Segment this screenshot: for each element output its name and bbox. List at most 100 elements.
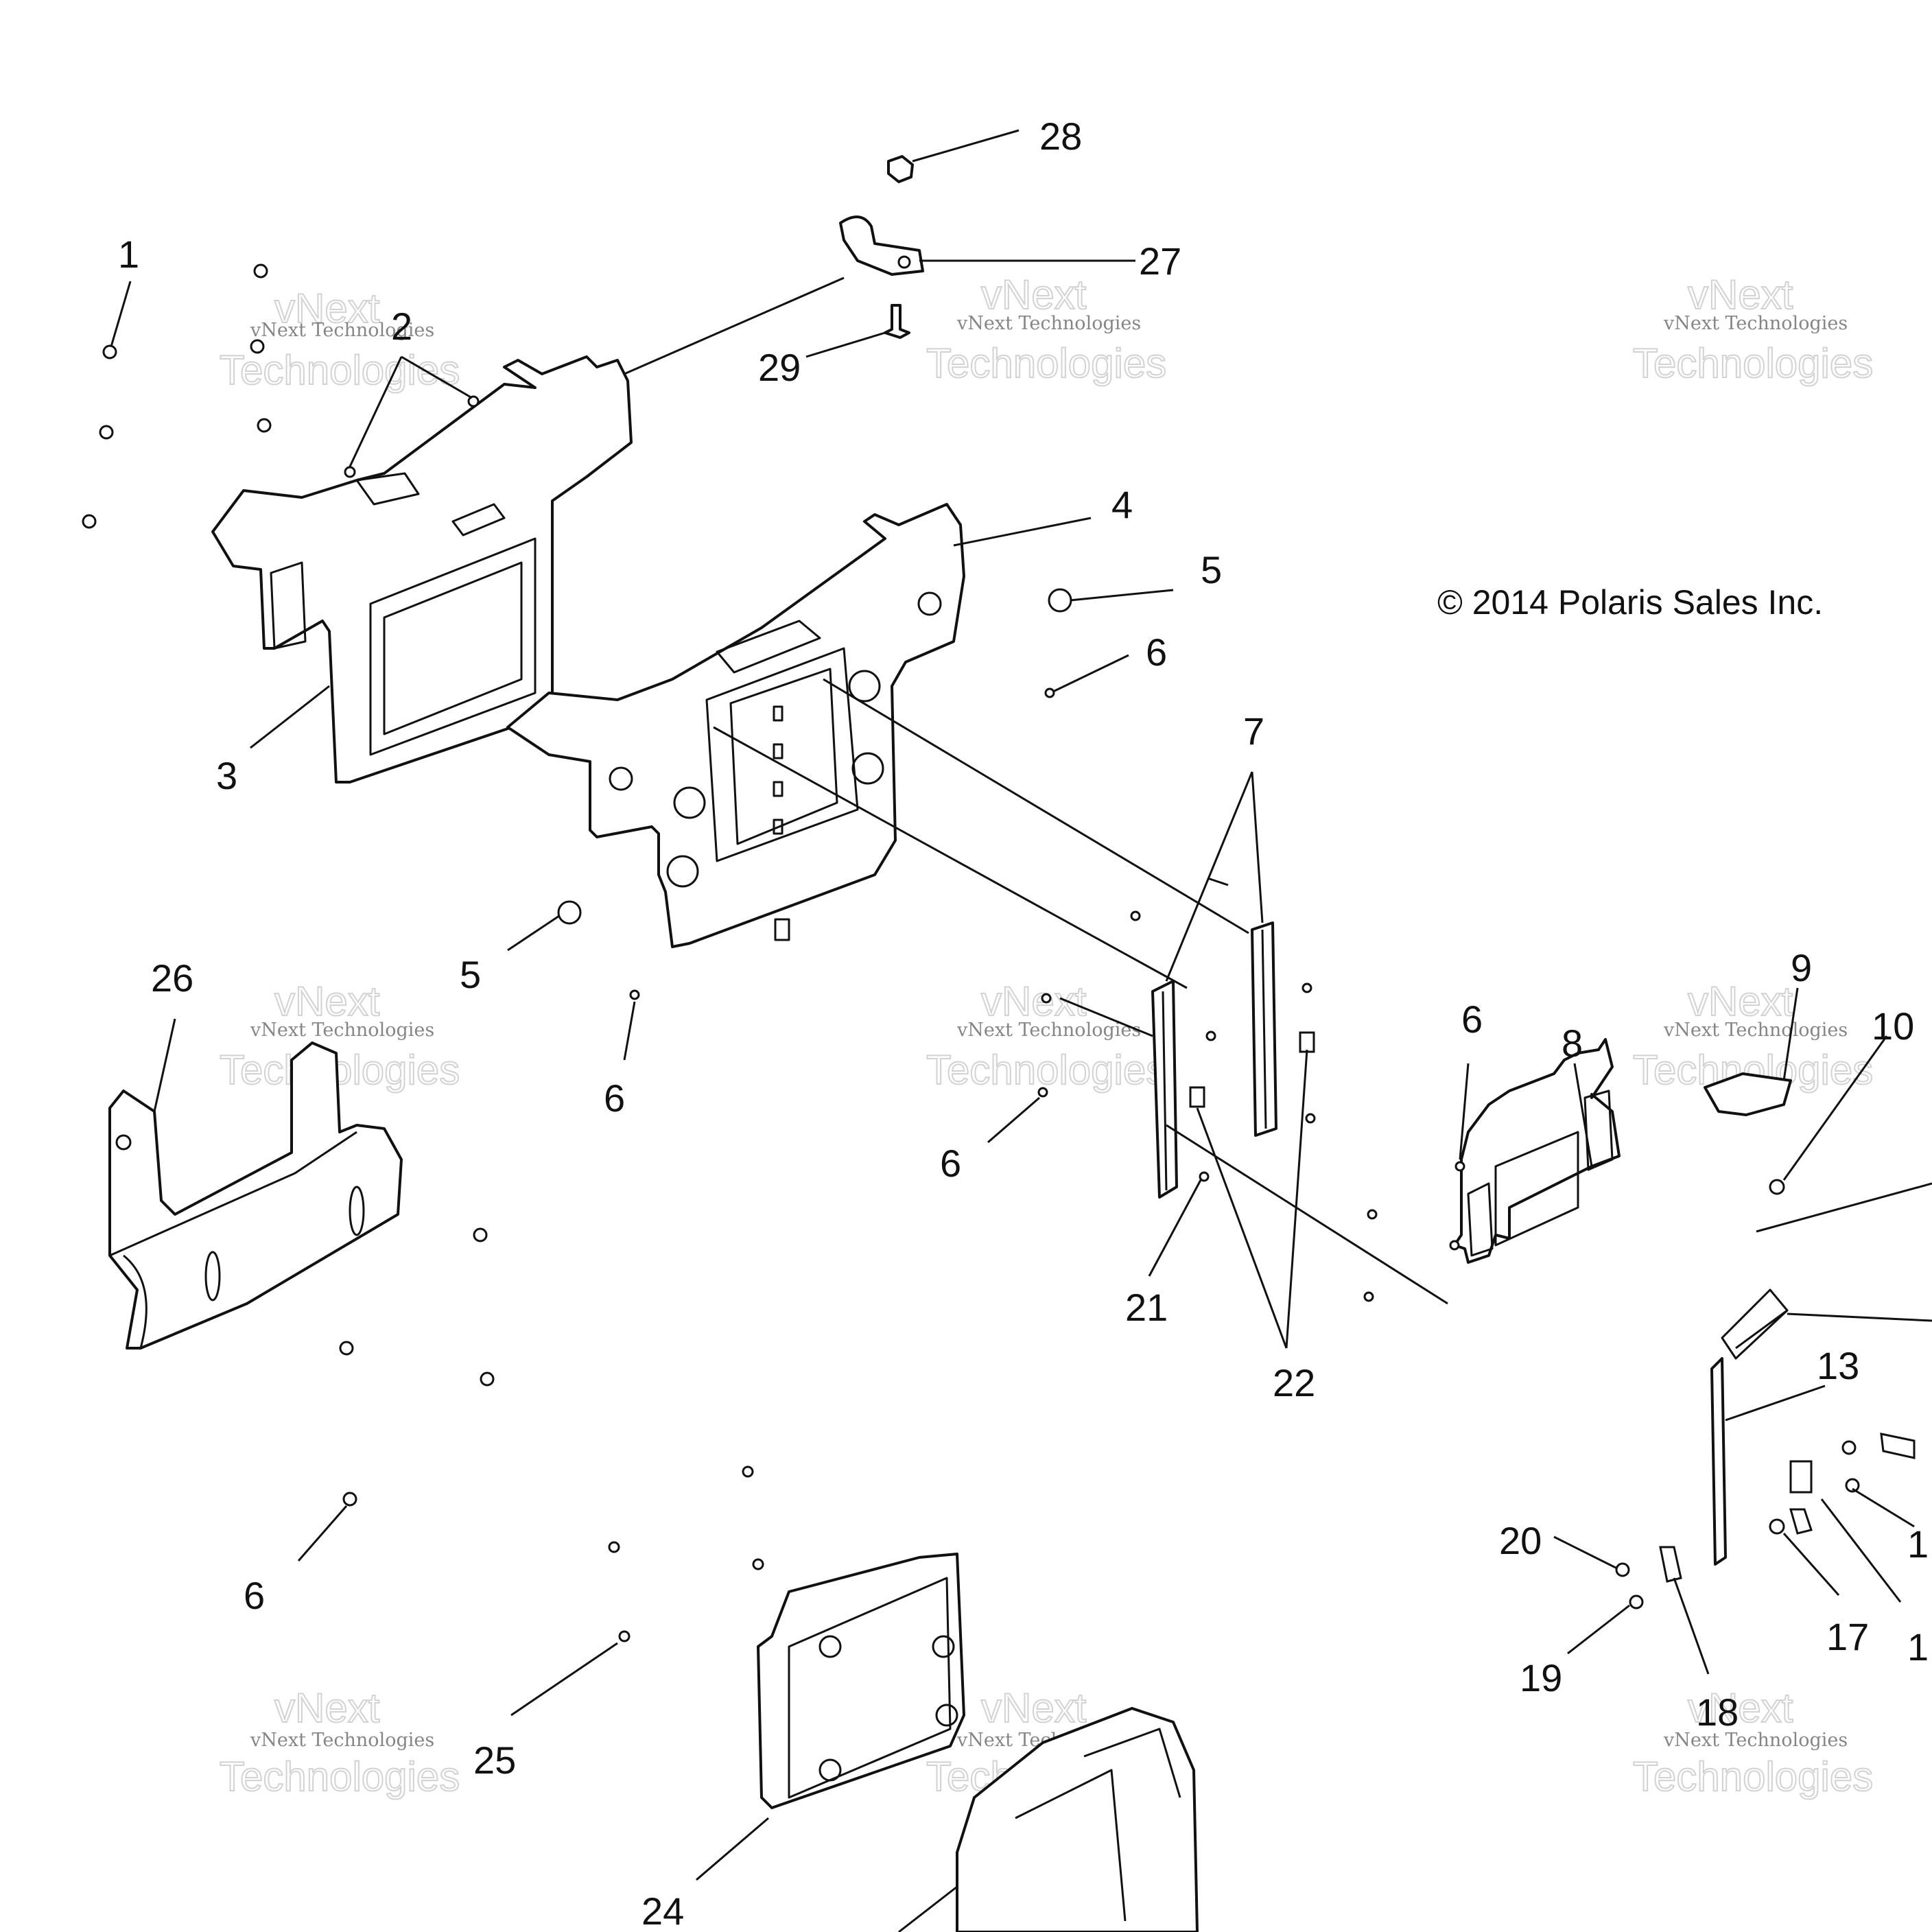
leader-6d: [1459, 1063, 1470, 1160]
screw-25c-icon[interactable]: [752, 1558, 764, 1570]
callout-labels: 1 2 3 4 5 5 6 6 6 6 6 7 8 9 10 13 17 18 …: [118, 115, 1929, 1932]
bracket-plate-icon[interactable]: [1789, 1460, 1813, 1494]
frame-slot-1: [773, 705, 784, 722]
callout-20: 20: [1499, 1519, 1542, 1562]
screw-rail-5-icon[interactable]: [1305, 1113, 1316, 1124]
watermark-big-10: Technologies: [926, 1047, 1166, 1093]
part-27-strap[interactable]: [839, 215, 924, 276]
watermark-big-14: Technologies: [220, 1754, 460, 1800]
screw-8a-icon[interactable]: [1367, 1209, 1378, 1220]
bolt-2-icon[interactable]: [99, 425, 114, 440]
screw-rail-2-icon[interactable]: [1041, 993, 1052, 1004]
cushion-hole-3: [818, 1758, 842, 1782]
bolt-1-icon[interactable]: [102, 344, 117, 360]
spring-10-icon[interactable]: [1769, 1179, 1785, 1195]
screw-25a-icon[interactable]: [742, 1465, 754, 1478]
watermark-big-4: Technologies: [926, 340, 1166, 386]
leader-13: [1725, 1385, 1826, 1422]
bolt-9-icon[interactable]: [480, 1371, 495, 1387]
screw-25b-icon[interactable]: [608, 1541, 620, 1553]
screw-rail-4-icon[interactable]: [1301, 982, 1312, 993]
bolt-20-icon[interactable]: [1615, 1562, 1630, 1577]
leader-6c: [987, 1096, 1040, 1144]
leader-19: [1567, 1604, 1630, 1655]
part-26-tube-bracket[interactable]: [108, 1041, 403, 1350]
clip-22b-icon[interactable]: [1299, 1031, 1315, 1053]
screw-6d-icon[interactable]: [1454, 1161, 1465, 1172]
screw-rail-1-icon[interactable]: [1130, 910, 1141, 921]
leader-rail-4: [1059, 997, 1153, 1037]
screw-2b-icon[interactable]: [467, 395, 480, 408]
part-13-bar[interactable]: [1710, 1357, 1727, 1566]
callout-6b: 6: [604, 1076, 625, 1120]
screw-6c-icon[interactable]: [1037, 1087, 1048, 1098]
watermark-big-7: vNext: [274, 978, 380, 1024]
leader-2b: [401, 355, 473, 399]
frame-slot-3: [773, 781, 784, 797]
clip-22a-icon[interactable]: [1189, 1086, 1205, 1108]
bolt-8-icon[interactable]: [339, 1341, 354, 1356]
bracket-18-icon[interactable]: [1659, 1546, 1682, 1583]
callout-9: 9: [1791, 946, 1812, 989]
callout-25: 25: [473, 1739, 516, 1782]
callout-13: 13: [1817, 1344, 1859, 1387]
bolt-3-icon[interactable]: [82, 514, 97, 529]
rod-icon[interactable]: [1721, 1288, 1789, 1360]
frame-boss-3: [848, 670, 881, 703]
screw-6e-icon[interactable]: [342, 1492, 357, 1507]
bolt-4-icon[interactable]: [253, 263, 268, 279]
part-4-main-frame[interactable]: [506, 503, 965, 948]
grommet-5b-icon[interactable]: [557, 900, 582, 925]
watermark-6: vNext Technologies vNext Technologies: [1632, 978, 1874, 1094]
screw-25d-icon[interactable]: [618, 1630, 631, 1642]
leader-right-4: [1820, 1498, 1902, 1603]
callout-21: 21: [1125, 1286, 1168, 1329]
bolt-7-icon[interactable]: [473, 1227, 488, 1242]
watermark-big-1: vNext: [274, 285, 380, 331]
screw-8c-icon[interactable]: [1449, 1240, 1460, 1251]
nut-a-icon[interactable]: [1841, 1440, 1857, 1455]
screw-8b-icon[interactable]: [1363, 1291, 1374, 1302]
part-24-cushion[interactable]: [757, 1553, 965, 1809]
grommet-5a-icon[interactable]: [1048, 588, 1072, 613]
leader-10: [1782, 1035, 1888, 1181]
leader-20: [1553, 1535, 1616, 1569]
bolt-6-icon[interactable]: [257, 418, 272, 433]
watermark-small-7: vNext Technologies: [250, 1730, 434, 1751]
watermark-big-17: vNext: [1688, 1685, 1793, 1731]
part-29-pin[interactable]: [884, 304, 910, 339]
part-8-side-panel[interactable]: [1453, 1038, 1621, 1264]
callout-18: 18: [1696, 1690, 1739, 1734]
callout-6a: 6: [1146, 631, 1167, 674]
bracket-small-icon[interactable]: [1789, 1508, 1813, 1535]
backrest-cushion[interactable]: [956, 1707, 1199, 1932]
screw-6a-icon[interactable]: [1044, 687, 1055, 698]
watermark-small-6: vNext Technologies: [1663, 1020, 1848, 1041]
tube-slot-2: [349, 1186, 365, 1236]
part-9-clip[interactable]: [1704, 1072, 1792, 1116]
screw-2a-icon[interactable]: [344, 466, 356, 478]
tube-hole: [115, 1134, 132, 1151]
washer-17-icon[interactable]: [1769, 1518, 1785, 1535]
leader-right-2: [1787, 1312, 1932, 1322]
watermark-big-3: vNext: [981, 272, 1087, 318]
bolt-5-icon[interactable]: [250, 339, 265, 354]
bolt-19-icon[interactable]: [1629, 1594, 1644, 1610]
screw-6b-icon[interactable]: [629, 989, 640, 1000]
watermark-big-13: vNext: [274, 1685, 380, 1731]
leader-6a: [1052, 654, 1129, 693]
nut-b-icon[interactable]: [1845, 1478, 1860, 1493]
part-28-nut[interactable]: [887, 155, 914, 183]
frame-slot-4: [773, 818, 784, 835]
screw-21-icon[interactable]: [1199, 1171, 1210, 1182]
part-7-rails[interactable]: [1151, 921, 1277, 1199]
watermark-big-2: Technologies: [220, 347, 460, 393]
strap-hole: [897, 255, 911, 269]
plate-right-icon[interactable]: [1880, 1433, 1916, 1459]
callout-24: 24: [641, 1889, 684, 1932]
watermark-3: vNext Technologies vNext Technologies: [1632, 271, 1874, 387]
screw-rail-3-icon[interactable]: [1205, 1030, 1216, 1041]
frame-boss-4: [851, 752, 884, 785]
callout-2: 2: [391, 305, 412, 348]
part-3-rear-panel[interactable]: [211, 355, 633, 784]
